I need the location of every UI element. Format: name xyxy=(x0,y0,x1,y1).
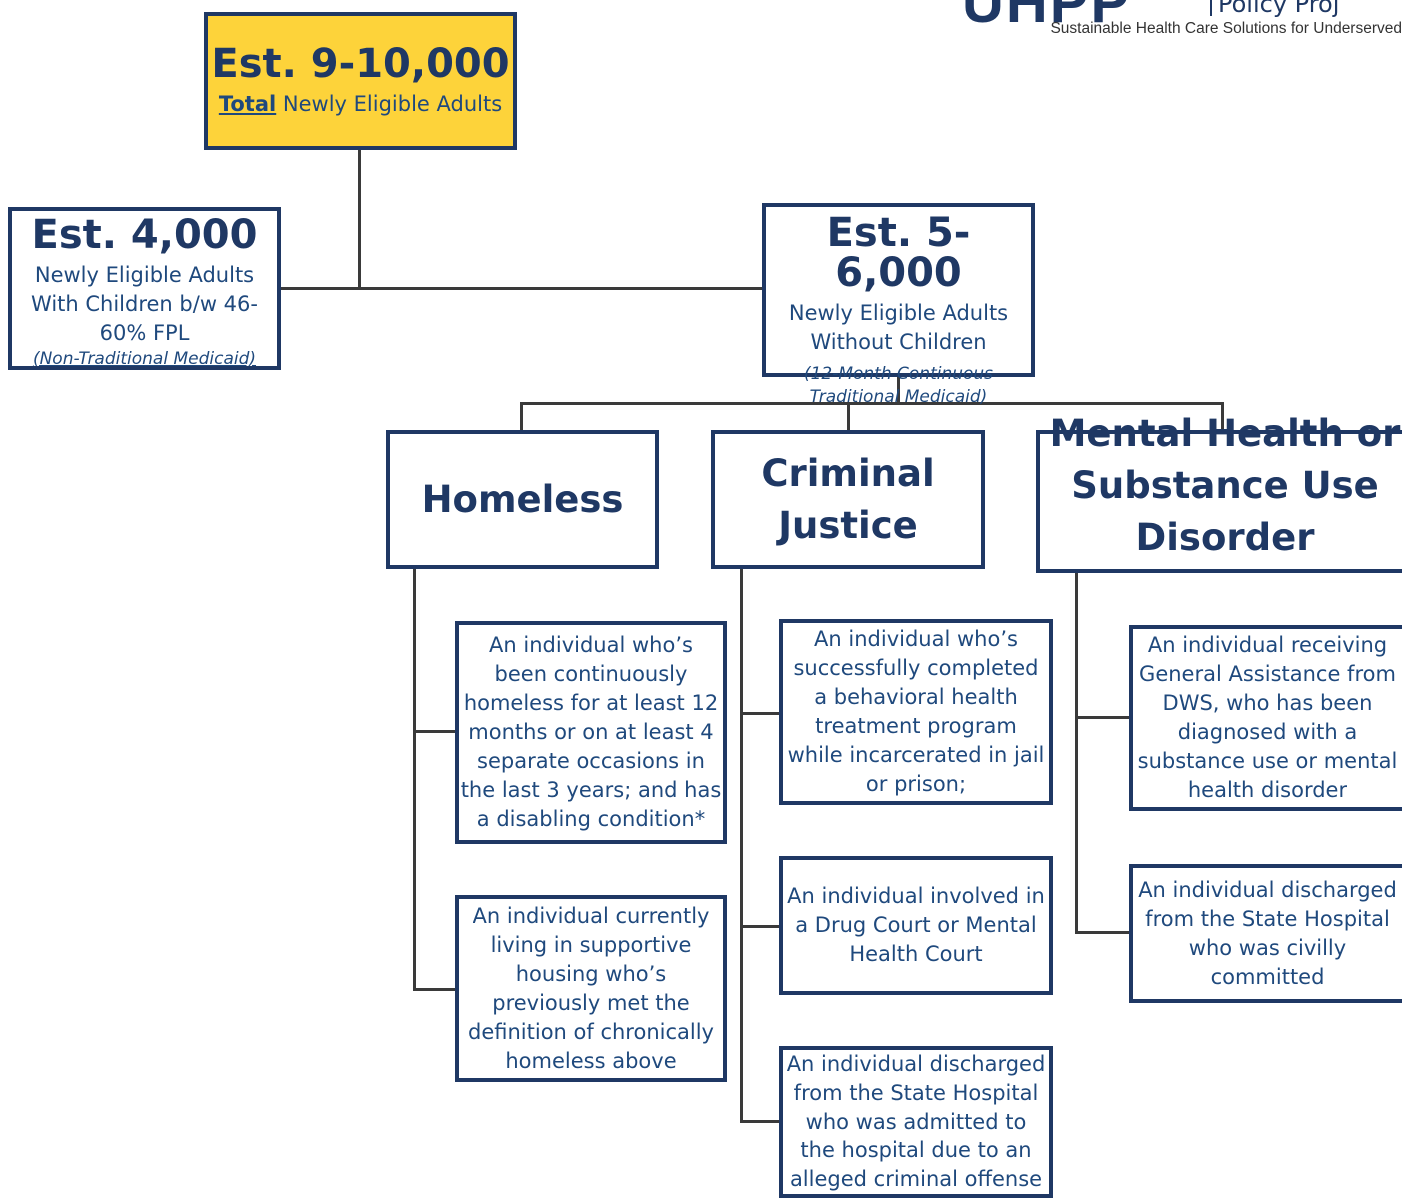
without-children-box: Est. 5-6,000 Newly Eligible Adults Witho… xyxy=(762,203,1035,407)
mental-item-general-assistance-l4: diagnosed with a xyxy=(1177,720,1358,744)
mental-item-civil-commitment-l4: committed xyxy=(1210,964,1325,989)
with-children-box: Est. 4,000 Newly Eligible Adults With Ch… xyxy=(8,207,281,370)
homeless-item-chronic-l3: homeless for at least 12 xyxy=(463,691,719,715)
without-children-estimate: Est. 5-6,000 xyxy=(826,210,971,296)
connector-homeless-branch-2 xyxy=(413,988,457,991)
connector-mental-branch-2 xyxy=(1075,931,1131,934)
homeless-item-supportive-l5: definition of chronically xyxy=(468,1019,714,1044)
total-description: Total Newly Eligible Adults xyxy=(219,90,502,119)
mental-item-general-assistance-l1: An individual receiving xyxy=(1147,633,1388,657)
criminal-item-state-hospital-l1: An individual discharged xyxy=(786,1052,1046,1076)
homeless-item-chronic-l6: the last 3 years; and has xyxy=(460,778,722,802)
total-estimate: Est. 9-10,000 xyxy=(211,40,510,87)
homeless-item-chronic-l4: months or on at least 4 xyxy=(468,720,714,744)
logo: UHPP Policy Proj Sustainable Health Care… xyxy=(962,0,1402,44)
criminal-item-treatment-l5: while incarcerated in jail xyxy=(787,743,1045,767)
homeless-item-supportive: An individual currently living in suppor… xyxy=(455,895,727,1082)
homeless-item-chronic-l5: separate occasions in xyxy=(477,749,705,773)
without-children-note-2: Traditional Medicaid) xyxy=(809,387,988,407)
criminal-item-state-hospital-l3: who was admitted to xyxy=(805,1109,1027,1134)
homeless-item-supportive-l2: living in supportive xyxy=(490,932,692,957)
criminal-item-treatment: An individual who’s successfully complet… xyxy=(779,619,1053,805)
mental-item-general-assistance-l5: substance use or mental xyxy=(1137,749,1398,773)
category-mental-label-1: Mental Health or xyxy=(1049,412,1401,455)
category-criminal-justice: Criminal Justice xyxy=(711,430,985,569)
criminal-item-treatment-l6: or prison; xyxy=(865,772,967,796)
connector-criminal-stub xyxy=(847,402,850,432)
connector-top-horizontal xyxy=(279,287,764,290)
connector-mental-branch-1 xyxy=(1075,716,1131,719)
criminal-item-state-hospital-l5: alleged criminal offense xyxy=(789,1167,1043,1192)
with-children-line-3: 60% FPL xyxy=(99,321,190,345)
criminal-item-treatment-l4: treatment program xyxy=(815,714,1017,738)
connector-homeless-stub xyxy=(520,402,523,432)
criminal-item-treatment-l2: successfully completed xyxy=(793,656,1039,680)
logo-name: Policy Proj xyxy=(1210,0,1339,16)
category-homeless: Homeless xyxy=(386,430,659,569)
connector-top-vertical xyxy=(358,148,361,289)
without-children-line-1: Newly Eligible Adults xyxy=(788,301,1009,325)
mental-item-civil-commitment-l2: from the State Hospital xyxy=(1145,906,1390,931)
without-children-line-2: Without Children xyxy=(810,330,987,354)
homeless-item-supportive-l4: previously met the xyxy=(492,990,690,1015)
category-criminal-label-2: Justice xyxy=(778,503,918,547)
criminal-item-state-hospital: An individual discharged from the State … xyxy=(779,1046,1053,1198)
connector-right-down xyxy=(897,375,900,404)
mental-item-general-assistance-l2: General Assistance from xyxy=(1139,662,1396,686)
homeless-item-chronic-l1: An individual who’s xyxy=(489,633,693,657)
connector-category-bar xyxy=(520,402,1224,405)
criminal-item-drug-court-l2: a Drug Court or Mental xyxy=(795,913,1037,937)
connector-mental-spine xyxy=(1075,570,1078,934)
homeless-item-supportive-l1: An individual currently xyxy=(472,903,710,928)
homeless-item-chronic-l2: been continuously xyxy=(494,662,688,686)
category-mental-health: Mental Health or Substance Use Disorder xyxy=(1036,412,1402,573)
criminal-item-drug-court: An individual involved in a Drug Court o… xyxy=(779,856,1053,995)
total-eligible-box: Est. 9-10,000 Total Newly Eligible Adult… xyxy=(204,12,517,150)
total-rest: Newly Eligible Adults xyxy=(276,91,503,116)
homeless-item-chronic-l7: a disabling condition* xyxy=(476,807,706,831)
mental-item-civil-commitment-l3: who was civilly xyxy=(1188,935,1347,960)
connector-criminal-branch-1 xyxy=(740,712,781,715)
category-homeless-label: Homeless xyxy=(421,477,624,521)
logo-tagline: Sustainable Health Care Solutions for Un… xyxy=(1050,20,1402,37)
logo-mark: UHPP xyxy=(962,0,1132,35)
criminal-item-treatment-l1: An individual who’s xyxy=(814,627,1018,651)
mental-item-general-assistance: An individual receiving General Assistan… xyxy=(1129,625,1402,811)
connector-homeless-branch-1 xyxy=(413,730,457,733)
category-mental-label-3: Disorder xyxy=(1135,516,1315,559)
connector-criminal-branch-2 xyxy=(740,925,781,928)
criminal-item-treatment-l3: a behavioral health xyxy=(814,685,1018,709)
without-children-note-1: (12-Month Continuous xyxy=(803,364,994,384)
criminal-item-drug-court-l1: An individual involved in xyxy=(787,884,1045,908)
category-mental-label-2: Substance Use xyxy=(1071,464,1379,507)
mental-item-general-assistance-l3: DWS, who has been xyxy=(1162,691,1373,715)
homeless-item-supportive-l3: housing who’s xyxy=(515,961,667,986)
connector-mental-stub xyxy=(1221,402,1224,432)
category-criminal-label-1: Criminal xyxy=(761,451,935,495)
with-children-line-2: With Children b/w 46- xyxy=(31,292,258,316)
with-children-line-1: Newly Eligible Adults xyxy=(34,263,255,287)
mental-item-general-assistance-l6: health disorder xyxy=(1187,778,1348,802)
connector-criminal-spine xyxy=(740,566,743,1123)
with-children-note: (Non-Traditional Medicaid) xyxy=(32,349,257,369)
criminal-item-state-hospital-l2: from the State Hospital xyxy=(793,1080,1039,1105)
homeless-item-chronic: An individual who’s been continuously ho… xyxy=(455,621,727,844)
with-children-estimate: Est. 4,000 xyxy=(31,212,258,258)
total-word: Total xyxy=(218,91,277,116)
mental-item-civil-commitment: An individual discharged from the State … xyxy=(1129,864,1402,1003)
mental-item-civil-commitment-l1: An individual discharged xyxy=(1138,877,1397,902)
connector-criminal-branch-3 xyxy=(740,1120,781,1123)
homeless-item-supportive-l6: homeless above xyxy=(505,1048,677,1073)
criminal-item-drug-court-l3: Health Court xyxy=(849,942,983,966)
criminal-item-state-hospital-l4: the hospital due to an xyxy=(800,1138,1032,1163)
connector-homeless-spine xyxy=(413,566,416,990)
